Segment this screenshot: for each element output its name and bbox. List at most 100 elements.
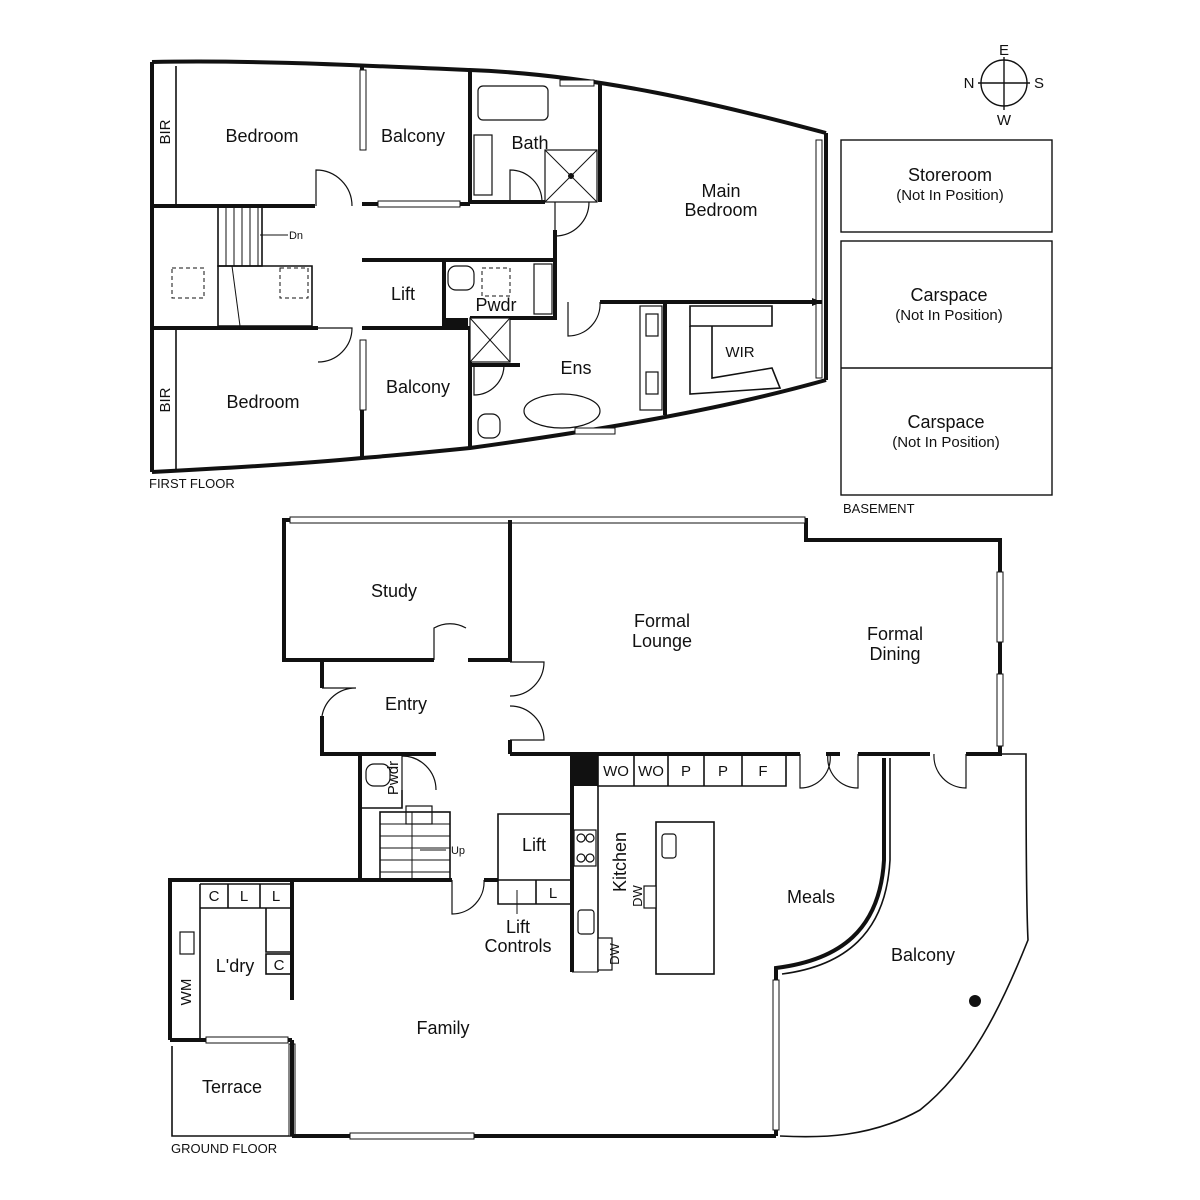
gf-top-wall bbox=[510, 518, 1002, 756]
gf-f-label: F bbox=[758, 763, 767, 780]
bs-carspace-2-label: Carspace bbox=[907, 412, 984, 432]
gf-lift-controls bbox=[497, 880, 573, 905]
ff-wir-arrowhead bbox=[812, 298, 822, 306]
gf-balcony-dot bbox=[969, 995, 981, 1007]
gf-p-2-label: P bbox=[718, 763, 728, 780]
ff-void-2 bbox=[279, 267, 309, 299]
compass-west: W bbox=[997, 112, 1012, 129]
gf-door-meals-right bbox=[827, 753, 859, 789]
ff-bath-vanity bbox=[473, 134, 493, 196]
gf-meals-curve bbox=[774, 758, 886, 1136]
bs-storeroom-note: (Not In Position) bbox=[896, 187, 1004, 204]
ff-ens-bathtub bbox=[523, 393, 601, 429]
ff-bath-window bbox=[559, 79, 595, 87]
bs-carspace-1-label: Carspace bbox=[910, 285, 987, 305]
ff-dn-label: Dn bbox=[289, 230, 303, 242]
gf-wo-2-label: WO bbox=[638, 763, 664, 780]
ff-lift-column bbox=[444, 318, 468, 330]
gf-l-2-label: L bbox=[272, 888, 280, 905]
gf-family-label: Family bbox=[417, 1018, 470, 1038]
ff-east-glazing bbox=[815, 139, 823, 379]
gf-laundry-c-box bbox=[265, 953, 293, 975]
gf-door-study bbox=[433, 623, 467, 660]
gf-meals-curve-inner bbox=[781, 758, 891, 975]
gf-terrace-label: Terrace bbox=[202, 1077, 262, 1097]
ff-stair-diagonal bbox=[231, 265, 241, 327]
gf-laundry-wm bbox=[179, 931, 195, 955]
ff-main-bedroom-label-1: Main bbox=[701, 181, 740, 201]
gf-entry-label: Entry bbox=[385, 694, 427, 714]
ff-door-bedroom-bot bbox=[317, 327, 353, 363]
gf-balcony-outline bbox=[779, 753, 1029, 1138]
gf-laundry-cupboards bbox=[200, 883, 293, 909]
ff-bedroom-bot-label: Bedroom bbox=[226, 392, 299, 412]
ff-balcony-bot-window bbox=[359, 339, 367, 411]
gf-dining-glazing-1 bbox=[996, 571, 1004, 643]
gf-door-meals-left bbox=[799, 753, 831, 789]
ff-stairs: Dn bbox=[171, 205, 313, 327]
ff-bedroom-top-label: Bedroom bbox=[225, 126, 298, 146]
ff-door-bath bbox=[509, 169, 543, 203]
ff-void-1 bbox=[171, 267, 205, 299]
gf-lift-label: Lift bbox=[522, 835, 546, 855]
gf-island-dw bbox=[643, 885, 657, 909]
compass-north: N bbox=[964, 75, 975, 92]
gf-c-2-label: C bbox=[274, 957, 285, 974]
ff-bottom-wall bbox=[151, 378, 827, 474]
gf-cooktop-burner bbox=[576, 833, 586, 843]
bs-carspace-2-note: (Not In Position) bbox=[892, 434, 1000, 451]
ff-ens-shower-diag bbox=[469, 317, 511, 363]
gf-lift-controls-label-2: Controls bbox=[484, 936, 551, 956]
ff-main-bedroom-label-2: Bedroom bbox=[684, 200, 757, 220]
compass-east: E bbox=[999, 42, 1009, 59]
ff-stair-landing bbox=[217, 265, 313, 327]
ff-pwdr-label: Pwdr bbox=[475, 295, 516, 315]
gf-ldry-label: L'dry bbox=[216, 956, 254, 976]
gf-study-label: Study bbox=[371, 581, 417, 601]
ff-shower-drain bbox=[568, 173, 574, 179]
gf-pwdr-box bbox=[360, 790, 403, 809]
ff-floor-label: FIRST FLOOR bbox=[149, 476, 235, 491]
compass: E N S W bbox=[964, 42, 1044, 129]
ff-door-ens-wc bbox=[473, 364, 505, 396]
gf-lift-controls-l: L bbox=[549, 885, 557, 902]
ff-pwdr-vanity bbox=[533, 263, 553, 315]
compass-south: S bbox=[1034, 75, 1044, 92]
gf-dw-island-label: DW bbox=[630, 884, 645, 906]
gf-door-entry-2 bbox=[509, 705, 545, 741]
ff-stair-box bbox=[217, 205, 263, 267]
gf-cooktop-burner bbox=[576, 853, 586, 863]
ff-balcony-top-window bbox=[359, 69, 367, 151]
gf-balcony-label: Balcony bbox=[891, 945, 955, 965]
first-floor: Dn bbox=[149, 59, 828, 491]
gf-pwdr-toilet bbox=[365, 763, 391, 787]
gf-p-1-label: P bbox=[681, 763, 691, 780]
ground-floor: Up bbox=[168, 516, 1029, 1156]
ff-balcony-top-label: Balcony bbox=[381, 126, 445, 146]
ff-bathtub bbox=[477, 85, 549, 121]
ff-wir-shelf-2 bbox=[689, 326, 782, 395]
gf-door-entry-1 bbox=[509, 661, 545, 697]
gf-stairs: Up bbox=[379, 811, 465, 881]
ff-ens-label: Ens bbox=[560, 358, 591, 378]
bs-storeroom-label: Storeroom bbox=[908, 165, 992, 185]
gf-laundry-bench bbox=[265, 908, 292, 953]
gf-l-1-label: L bbox=[240, 888, 248, 905]
gf-family-glazing bbox=[349, 1132, 475, 1140]
ff-ens-toilet bbox=[477, 413, 501, 439]
ff-wir-shelf bbox=[689, 305, 773, 327]
gf-up-label: Up bbox=[451, 845, 465, 857]
gf-kitchen-dw-box bbox=[597, 937, 613, 971]
gf-kitchen-label: Kitchen bbox=[610, 832, 630, 892]
gf-door-family bbox=[451, 879, 485, 915]
ff-door-main bbox=[554, 201, 590, 237]
gf-meals-label: Meals bbox=[787, 887, 835, 907]
ff-wir-label: WIR bbox=[725, 344, 754, 361]
gf-lift-controls-label-1: Lift bbox=[506, 917, 530, 937]
basement: Storeroom (Not In Position) Carspace (No… bbox=[840, 139, 1053, 516]
gf-cooktop-burner bbox=[585, 833, 595, 843]
gf-dining-glazing-2 bbox=[996, 673, 1004, 747]
gf-pwdr-vanity bbox=[405, 805, 433, 825]
gf-dw-bench-label: DW bbox=[607, 942, 622, 964]
